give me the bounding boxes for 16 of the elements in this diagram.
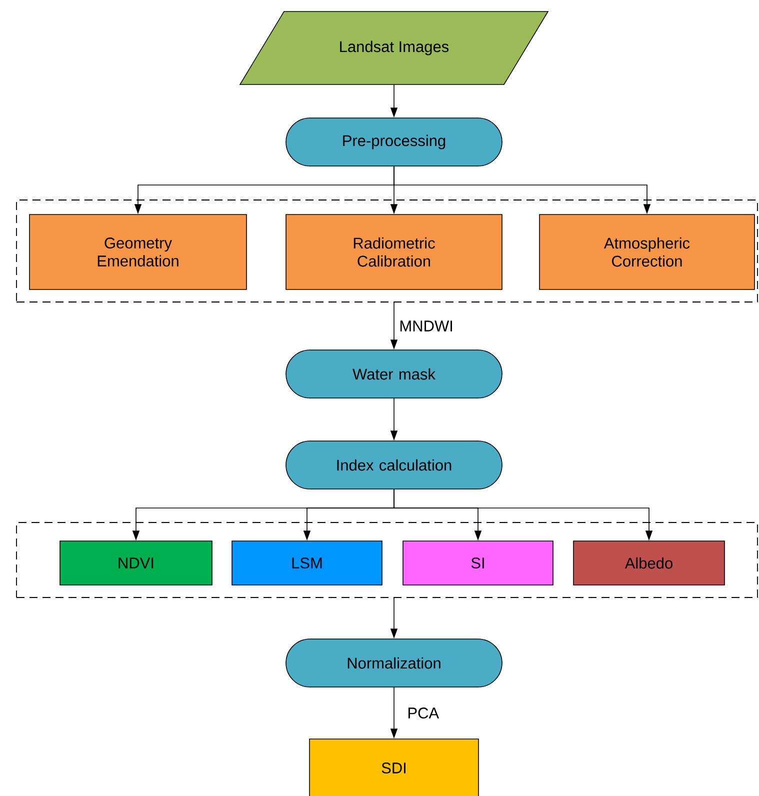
process-box: Radiometric Calibration <box>286 214 502 290</box>
edge-label: MNDWI <box>400 320 452 332</box>
edge-label: PCA <box>408 708 440 718</box>
process-terminal: Pre-processing <box>286 118 502 166</box>
process-terminal: Normalization <box>286 638 502 688</box>
process-box: SDI <box>309 738 479 796</box>
dashed-group-box <box>16 200 758 302</box>
process-box: NDVI <box>60 540 212 586</box>
process-box: LSM <box>232 540 382 586</box>
process-box: Albedo <box>573 540 725 586</box>
process-box: SI <box>402 540 554 586</box>
dashed-group-box <box>16 522 758 598</box>
process-terminal: Index calculation <box>286 440 502 490</box>
process-box: Atmospheric Correction <box>539 214 755 290</box>
process-terminal: Water mask <box>286 350 502 398</box>
process-box: Geometry Emendation <box>29 214 247 290</box>
